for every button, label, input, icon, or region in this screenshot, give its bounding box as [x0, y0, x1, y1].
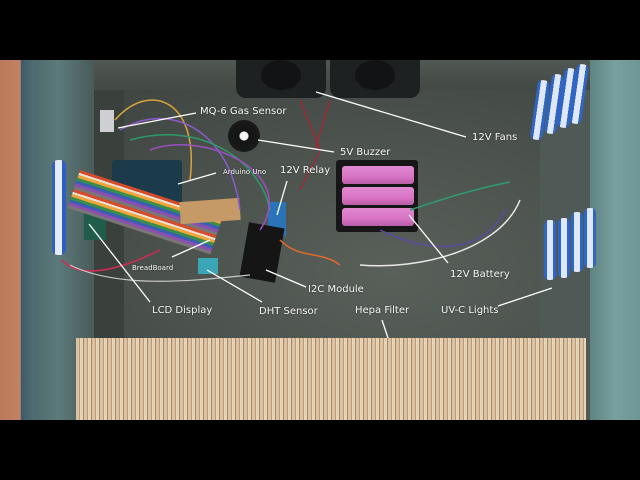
letterbox-bottom — [0, 420, 640, 480]
label-breadboard: BreadBoard — [132, 264, 174, 272]
label-12v-battery: 12V Battery — [450, 269, 510, 280]
battery-cell — [342, 208, 414, 226]
label-12v-fans: 12V Fans — [472, 132, 518, 143]
label-hepa-filter: Hepa Filter — [355, 305, 410, 316]
box-right-wall — [590, 60, 640, 420]
uv-light-strip — [544, 220, 556, 280]
mq6-sensor-component — [100, 110, 114, 132]
battery-cell — [342, 187, 414, 205]
label-arduino-uno: Arduino Uno — [223, 168, 267, 176]
hepa-filter-component — [76, 338, 586, 420]
table-surface — [0, 60, 34, 420]
uv-light-strip — [584, 208, 596, 268]
annotated-photo — [0, 60, 640, 420]
uv-light-strip — [571, 212, 583, 272]
battery-cell — [342, 166, 414, 184]
buzzer-component — [228, 120, 260, 152]
label-mq6-gas-sensor: MQ-6 Gas Sensor — [200, 106, 287, 117]
letterbox-top — [0, 0, 640, 60]
uv-light-left — [52, 160, 66, 255]
uv-light-strip — [558, 218, 570, 278]
label-lcd-display: LCD Display — [152, 305, 213, 316]
label-i2c-module: I2C Module — [308, 284, 364, 295]
fan-left — [236, 60, 326, 98]
label-12v-relay: 12V Relay — [280, 165, 331, 176]
label-uv-c-lights: UV-C Lights — [441, 305, 499, 316]
label-dht-sensor: DHT Sensor — [259, 306, 318, 317]
label-5v-buzzer: 5V Buzzer — [340, 147, 391, 158]
